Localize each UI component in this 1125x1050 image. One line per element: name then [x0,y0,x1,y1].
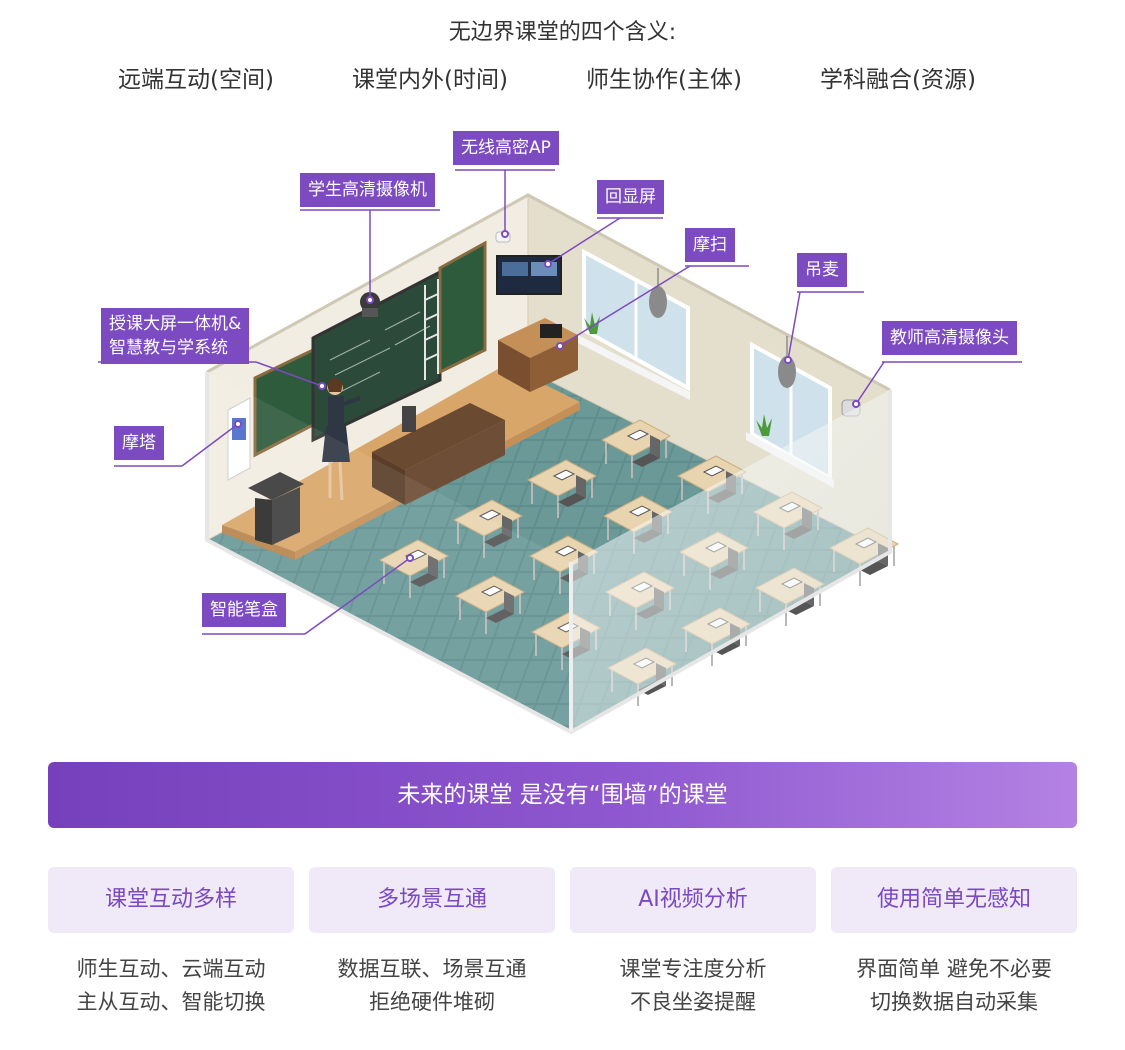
label-hanging-mic: 吊麦 [797,253,847,287]
smart-pen-box [702,465,726,477]
smart-pen-box [552,469,576,481]
smart-pen-box [480,585,504,597]
feature-card-ai-video: AI视频分析 [570,867,816,933]
desk-legs [383,558,445,598]
meaning-inside-outside: 课堂内外(时间) [352,67,508,93]
classroom-illustration [98,169,1022,735]
desc-line: 不良坐姿提醒 [630,990,756,1014]
feature-card-interaction: 课堂互动多样 [48,867,294,933]
student-chair [712,641,740,655]
meaning-collaboration: 师生协作(主体) [586,67,742,93]
podium [272,487,300,545]
label-big-screen-line1: 授课大屏一体机& [109,314,242,334]
feature-desc-ai-video: 课堂专注度分析 不良坐姿提醒 [570,953,816,1019]
desk-legs [605,438,667,478]
desc-line: 数据互联、场景互通 [337,957,527,981]
smart-pen-box [628,505,652,517]
meaning-remote: 远端互动(空间) [118,67,274,93]
student-chair [558,493,586,507]
feature-desc-multi-scene: 数据互联、场景互通 拒绝硬件堆砌 [309,953,555,1019]
desc-line: 课堂专注度分析 [619,957,767,981]
label-scanner: 摩扫 [685,228,735,262]
feature-desc-interaction: 师生互动、云端互动 主从互动、智能切换 [48,953,294,1019]
student-chair-back [502,515,512,538]
label-big-screen-line2: 智慧教与学系统 [109,338,228,358]
feature-card-multi-scene: 多场景互通 [309,867,555,933]
label-big-screen: 授课大屏一体机& 智慧教与学系统 [101,308,250,364]
feature-card-simple: 使用简单无感知 [831,867,1077,933]
label-return-screen: 回显屏 [597,180,664,214]
student-chair [410,573,438,587]
student-chair [786,601,814,615]
desc-line: 主从互动、智能切换 [76,990,266,1014]
teacher-desk [405,420,505,505]
student-chair [486,609,514,623]
smart-pen-box [626,429,650,441]
desc-line: 拒绝硬件堆砌 [369,990,495,1014]
smart-board [311,269,442,443]
label-smart-pen-box: 智能笔盒 [202,593,286,627]
student-chair-back [428,555,438,578]
label-student-camera: 学生高清摄像机 [300,173,435,207]
student-chair [860,561,888,575]
feature-desc-simple: 界面简单 避免不必要 切换数据自动采集 [831,953,1077,1019]
desc-line: 界面简单 避免不必要 [856,957,1052,981]
student-chair-back [504,591,514,614]
desk-legs [459,594,521,634]
student-chair-back [650,435,660,458]
desk-legs [457,518,519,558]
smart-pen-box [478,509,502,521]
leader-lines [98,169,1022,635]
hanging-mic-devices [649,268,796,388]
teacher-figure [322,378,361,501]
page-title: 无边界课堂的四个含义: [448,20,677,45]
label-teacher-camera: 教师高清摄像头 [882,321,1017,355]
label-mota: 摩塔 [114,426,164,460]
student-chair-back [576,475,586,498]
glass-wall-right [571,390,890,732]
desk-legs [531,478,593,518]
scanner-device [540,324,562,338]
slogan-banner: 未来的课堂 是没有“围墙”的课堂 [48,762,1077,828]
desc-line: 切换数据自动采集 [870,990,1038,1014]
student-chair [484,533,512,547]
smart-pen-box [554,545,578,557]
meaning-integration: 学科融合(资源) [820,67,976,93]
meanings-row: 远端互动(空间) 课堂内外(时间) 师生协作(主体) 学科融合(资源) [0,60,1125,100]
right-blackboard [438,240,487,375]
desc-line: 师生互动、云端互动 [76,957,266,981]
student-chair [632,453,660,467]
label-wireless-ap: 无线高密AP [453,131,559,165]
